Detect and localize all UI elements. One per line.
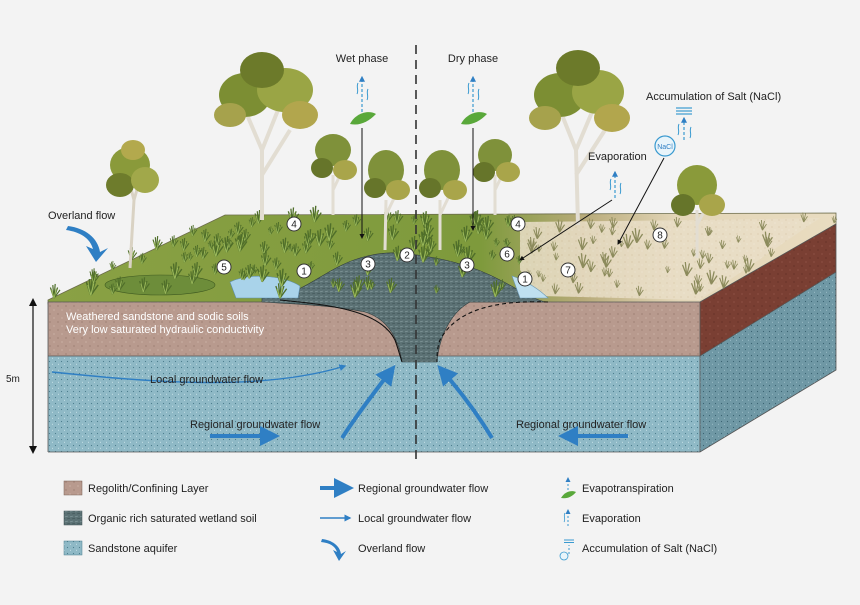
legend-swatch-regolith — [63, 480, 83, 496]
legend-swatch-wetland — [63, 510, 83, 526]
tree-right-mid — [473, 139, 520, 215]
salt-pan-surface — [520, 218, 820, 300]
tree-far-left — [106, 140, 159, 269]
trees — [106, 50, 725, 269]
overland-flow-arrow — [66, 226, 108, 262]
salt-accumulation-label: Accumulation of Salt (NaCl) — [646, 91, 781, 103]
marker-3b: 3 — [459, 257, 475, 273]
evapotranspiration-icon — [350, 75, 376, 125]
legend-overland-icon — [321, 539, 346, 561]
marker-8: 8 — [652, 227, 668, 243]
tree-center-right — [419, 150, 467, 250]
svg-text:2: 2 — [404, 251, 410, 262]
dry-phase-label: Dry phase — [448, 53, 498, 65]
upwelling-arrow-right — [437, 365, 494, 440]
regolith-side — [700, 224, 836, 356]
legend-evapotranspiration: Evapotranspiration — [582, 483, 674, 495]
svg-text:6: 6 — [504, 250, 510, 261]
marker-1a: 1 — [296, 263, 312, 279]
marker-7: 7 — [560, 262, 576, 278]
aquifer-front — [48, 356, 700, 452]
regolith-text-2: Very low saturated hydraulic conductivit… — [66, 324, 265, 336]
svg-text:5: 5 — [221, 263, 227, 274]
legend-evaporation: Evaporation — [582, 513, 641, 525]
svg-text:1: 1 — [301, 267, 307, 278]
marker-5: 5 — [216, 259, 232, 275]
legend: Regolith/Confining Layer Organic rich sa… — [63, 477, 717, 561]
svg-text:3: 3 — [464, 261, 470, 272]
overland-flow-label: Overland flow — [48, 210, 115, 222]
nacl-symbol: NaCl — [657, 144, 673, 151]
tree-left-mid — [311, 134, 357, 215]
marker-4a: 4 — [286, 216, 302, 232]
legend-local-flow: Local groundwater flow — [358, 513, 471, 525]
pond-left — [104, 274, 216, 296]
tree-right-tall — [529, 50, 630, 226]
marker-6: 6 — [499, 246, 515, 262]
tree-far-right — [671, 165, 725, 258]
legend-regolith: Regolith/Confining Layer — [88, 483, 209, 495]
aquifer-side — [700, 272, 836, 452]
marker-1b: 1 — [517, 271, 533, 287]
svg-text:1: 1 — [522, 275, 528, 286]
tree-left-tall — [214, 52, 318, 220]
scale-label: 5m — [6, 374, 20, 385]
legend-evapotranspiration-icon — [561, 477, 576, 499]
marker-3a: 3 — [360, 256, 376, 272]
upwelling-arrow-left — [340, 364, 396, 440]
legend-wetland-soil: Organic rich saturated wetland soil — [88, 513, 257, 525]
local-gw-flow-label: Local groundwater flow — [150, 374, 263, 386]
scale-bar: 5m — [6, 298, 37, 454]
legend-regional-flow: Regional groundwater flow — [358, 483, 488, 495]
evapotranspiration-icon — [461, 75, 487, 125]
numbered-markers: 1 1 2 3 3 4 4 5 6 7 8 — [216, 216, 668, 287]
regolith-front — [48, 302, 700, 356]
legend-swatch-aquifer — [63, 540, 83, 556]
tree-center-left — [364, 150, 410, 251]
svg-text:4: 4 — [515, 220, 521, 231]
wet-phase-label: Wet phase — [336, 53, 388, 65]
svg-text:3: 3 — [365, 260, 371, 271]
legend-aquifer: Sandstone aquifer — [88, 543, 178, 555]
marker-2: 2 — [399, 247, 415, 263]
regional-gw-flow-left-label: Regional groundwater flow — [190, 419, 320, 431]
regolith-text-1: Weathered sandstone and sodic soils — [66, 311, 249, 323]
svg-text:7: 7 — [565, 266, 571, 277]
salt-accumulation-icon: NaCl — [654, 107, 692, 157]
legend-evaporation-icon — [563, 509, 571, 526]
evaporation-label: Evaporation — [588, 151, 647, 163]
svg-text:4: 4 — [291, 220, 297, 231]
legend-salt: Accumulation of Salt (NaCl) — [582, 543, 717, 555]
local-gw-flow-arrow — [51, 364, 347, 384]
evaporation-icon — [609, 170, 622, 198]
legend-overland: Overland flow — [358, 543, 425, 555]
marker-4b: 4 — [510, 216, 526, 232]
regional-gw-flow-right-label: Regional groundwater flow — [516, 419, 646, 431]
svg-text:8: 8 — [657, 231, 663, 242]
legend-salt-icon — [559, 539, 574, 561]
